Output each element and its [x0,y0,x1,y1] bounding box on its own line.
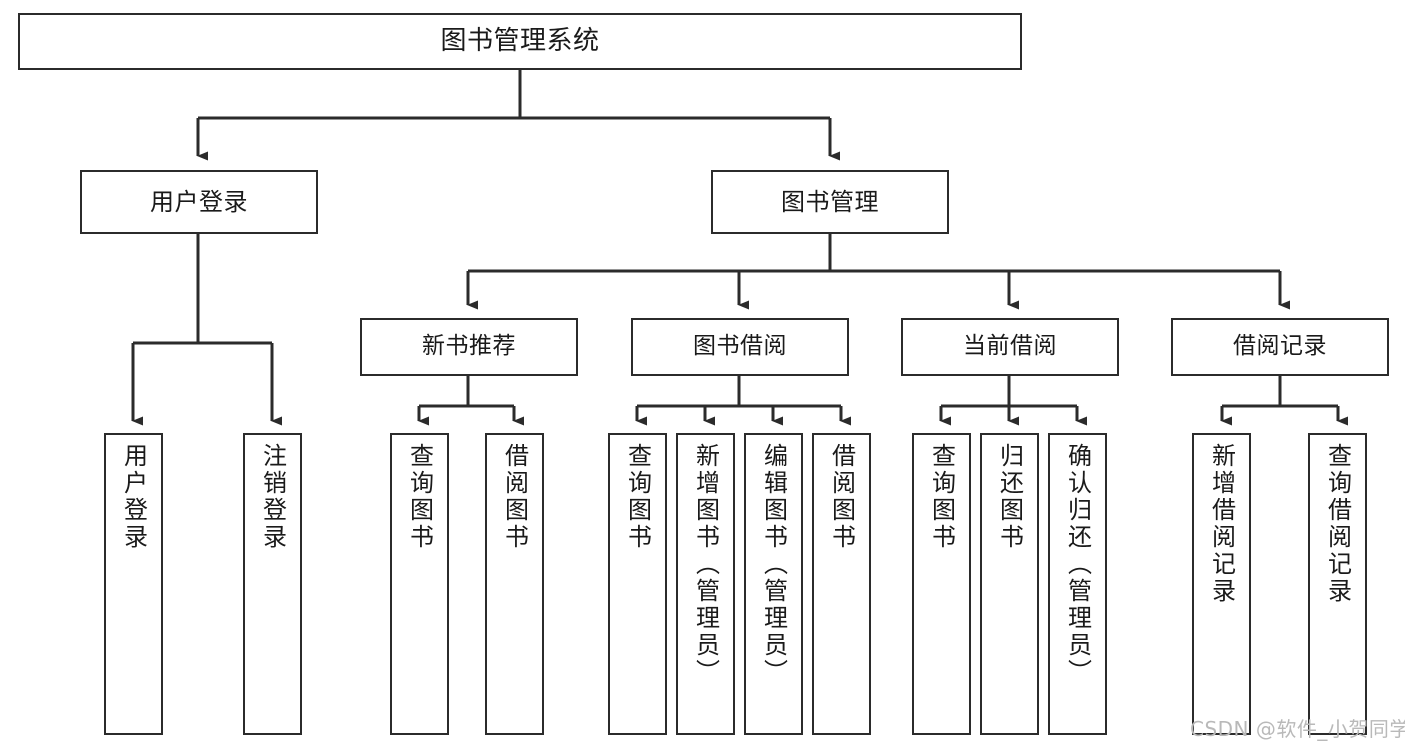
node-leaf-return-book[interactable]: 归还图书 [980,433,1039,735]
node-user-login[interactable]: 用户登录 [80,170,318,234]
node-user-login-label: 用户登录 [150,187,248,216]
node-leaf-edit-book-admin-label: 编辑图书（管理员） [759,443,788,686]
node-leaf-add-borrow-record[interactable]: 新增借阅记录 [1192,433,1251,735]
node-leaf-query-book-borrow[interactable]: 查询图书 [608,433,667,735]
node-leaf-confirm-return-admin-label: 确认归还（管理员） [1063,443,1092,686]
node-leaf-query-borrow-record-label: 查询借阅记录 [1323,443,1352,605]
node-new-book-recommend-label: 新书推荐 [422,333,516,360]
node-leaf-query-borrow-record[interactable]: 查询借阅记录 [1308,433,1367,735]
csdn-watermark: CSDN @软件_小贺同学 [1190,717,1405,741]
node-root-system[interactable]: 图书管理系统 [18,13,1022,70]
node-book-manage-label: 图书管理 [781,187,879,216]
node-book-borrow[interactable]: 图书借阅 [631,318,849,376]
node-leaf-add-book-admin-label: 新增图书（管理员） [691,443,720,686]
node-leaf-borrow-book-recommend-label: 借阅图书 [500,443,529,551]
node-leaf-query-book-recommend[interactable]: 查询图书 [390,433,449,735]
node-leaf-query-book-current-label: 查询图书 [927,443,956,551]
node-leaf-logout-label: 注销登录 [258,443,287,551]
node-leaf-user-login[interactable]: 用户登录 [104,433,163,735]
node-leaf-query-book-current[interactable]: 查询图书 [912,433,971,735]
node-current-borrow-label: 当前借阅 [963,333,1057,360]
node-book-borrow-label: 图书借阅 [693,333,787,360]
node-borrow-record[interactable]: 借阅记录 [1171,318,1389,376]
node-leaf-query-book-borrow-label: 查询图书 [623,443,652,551]
node-borrow-record-label: 借阅记录 [1233,333,1327,360]
node-leaf-edit-book-admin[interactable]: 编辑图书（管理员） [744,433,803,735]
node-root-system-label: 图书管理系统 [440,26,600,57]
node-leaf-add-book-admin[interactable]: 新增图书（管理员） [676,433,735,735]
node-new-book-recommend[interactable]: 新书推荐 [360,318,578,376]
node-leaf-logout[interactable]: 注销登录 [243,433,302,735]
node-current-borrow[interactable]: 当前借阅 [901,318,1119,376]
node-leaf-borrow-book-borrow[interactable]: 借阅图书 [812,433,871,735]
node-leaf-confirm-return-admin[interactable]: 确认归还（管理员） [1048,433,1107,735]
node-leaf-add-borrow-record-label: 新增借阅记录 [1207,443,1236,605]
node-leaf-borrow-book-recommend[interactable]: 借阅图书 [485,433,544,735]
node-book-manage[interactable]: 图书管理 [711,170,949,234]
node-leaf-user-login-label: 用户登录 [119,443,148,551]
node-leaf-borrow-book-borrow-label: 借阅图书 [827,443,856,551]
node-leaf-return-book-label: 归还图书 [995,443,1024,551]
node-leaf-query-book-recommend-label: 查询图书 [405,443,434,551]
